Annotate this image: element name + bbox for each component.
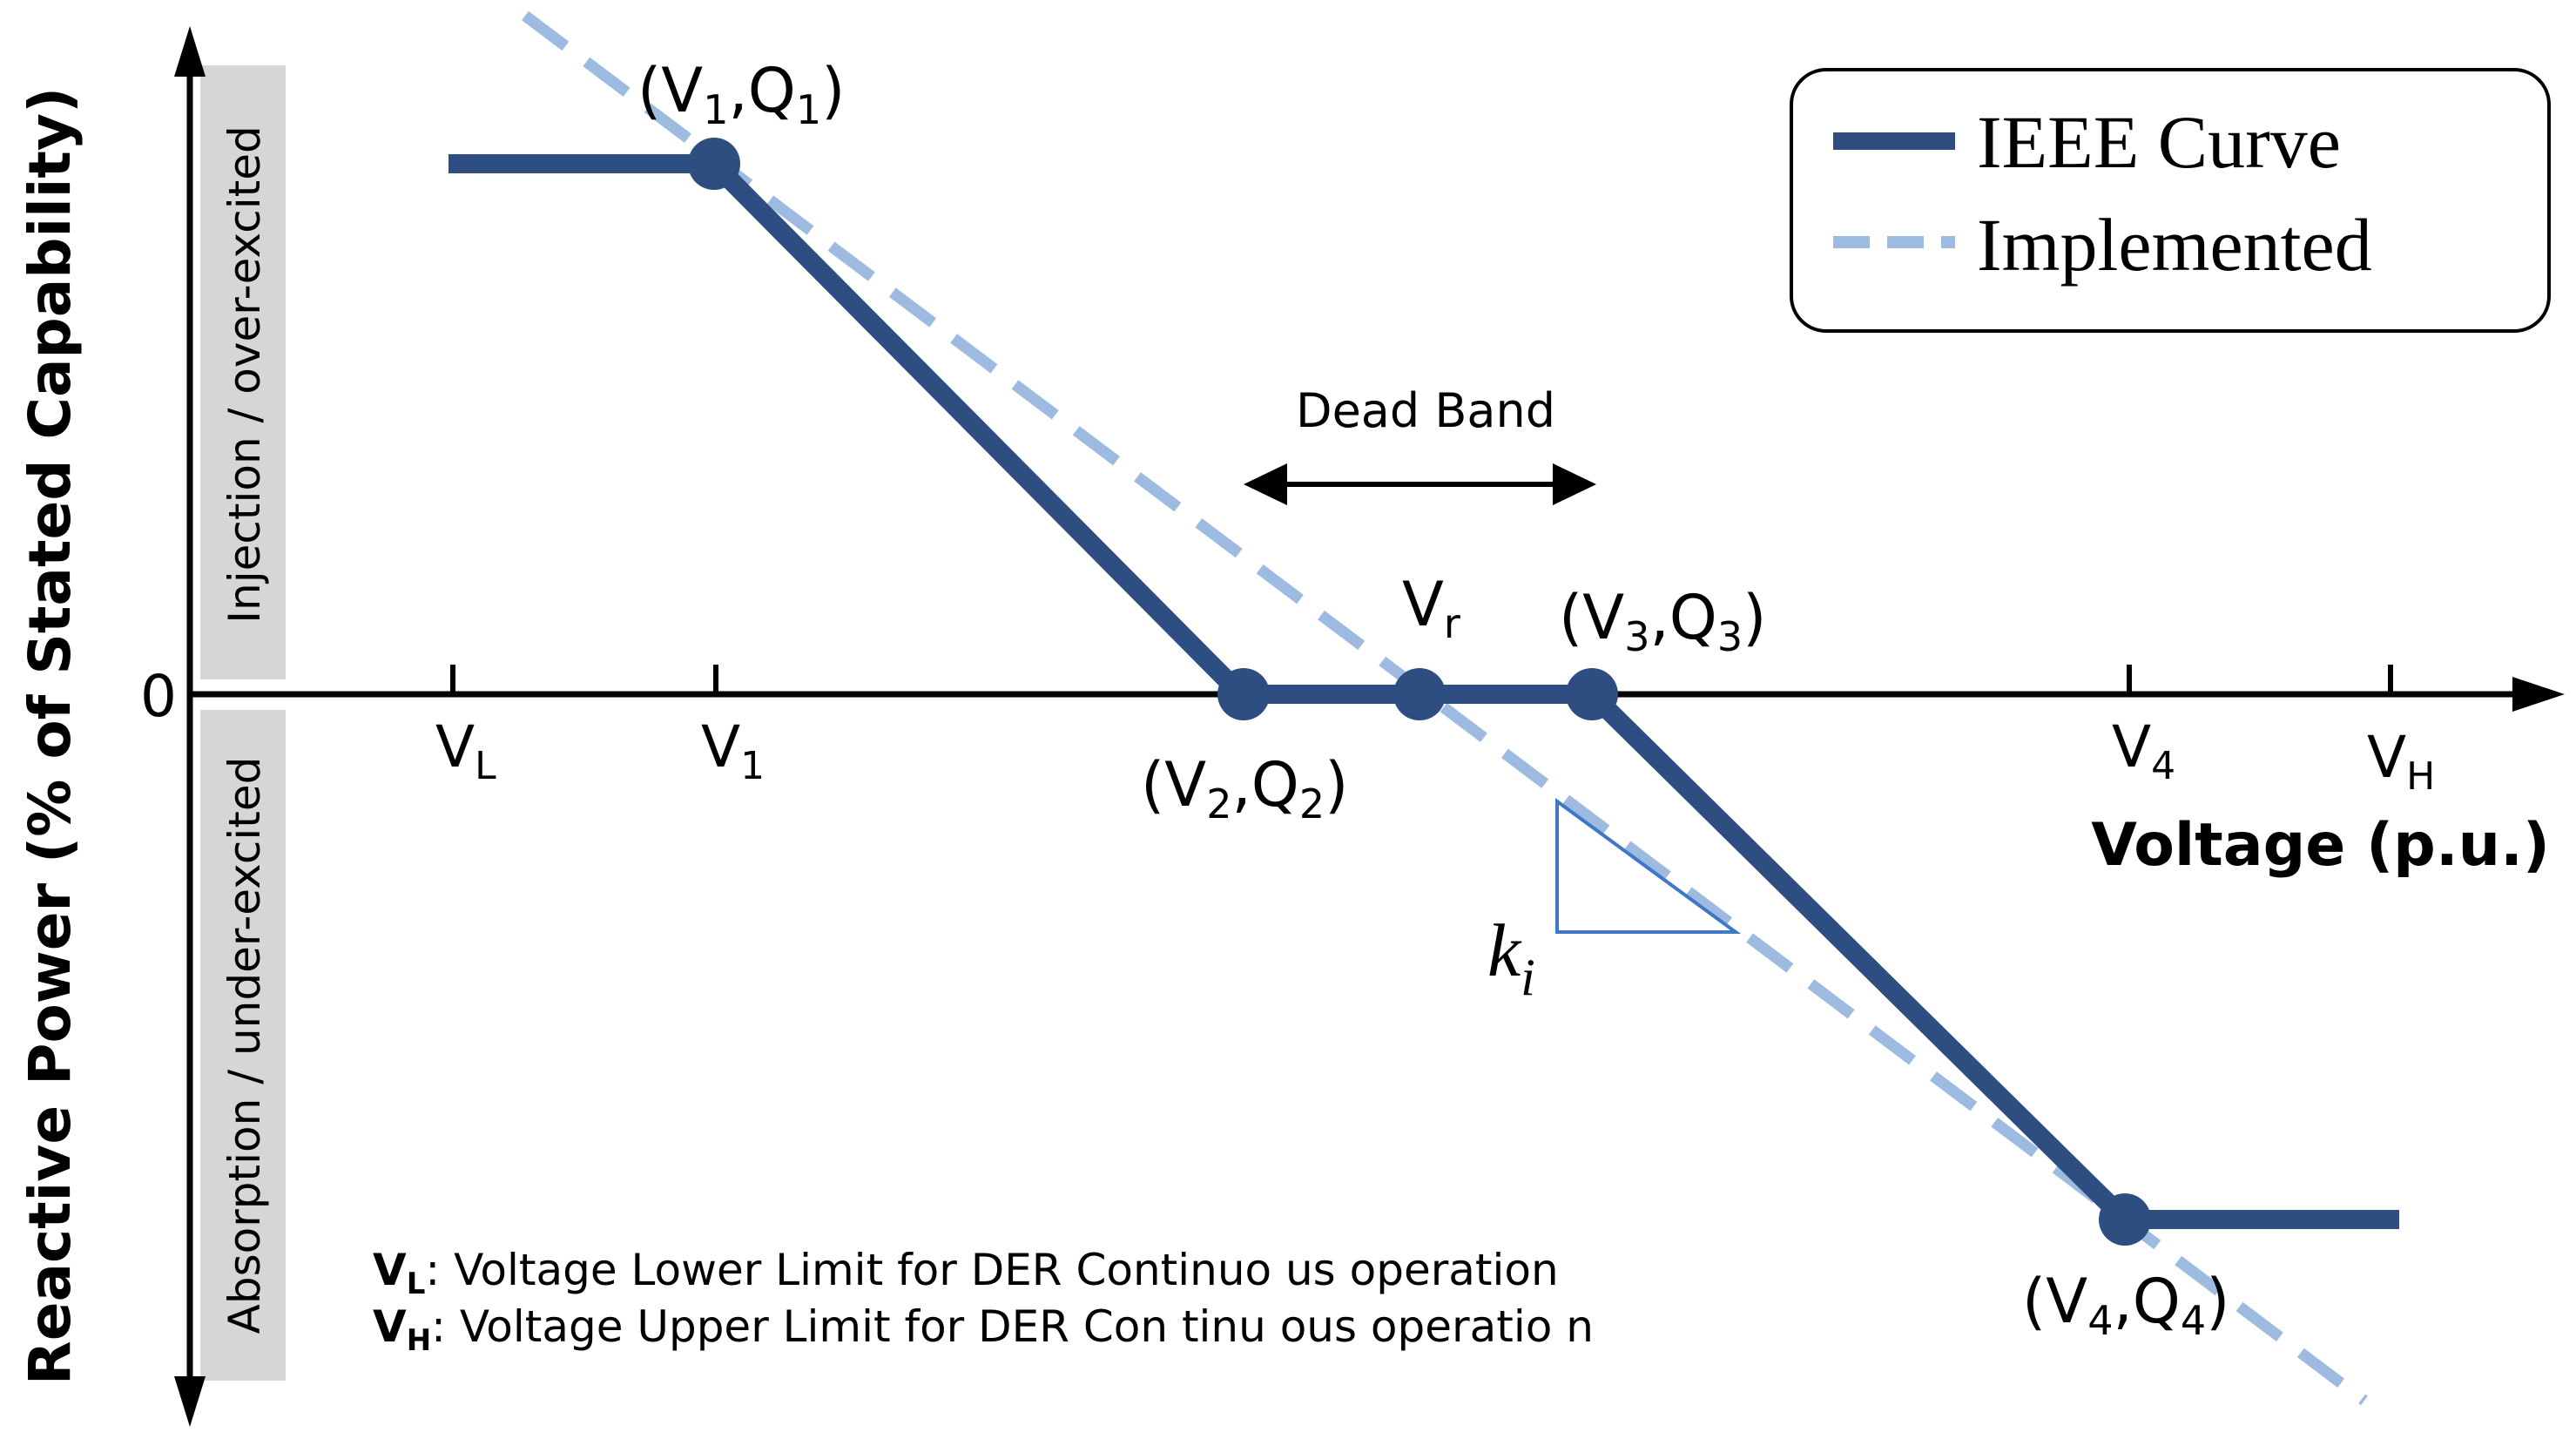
point-v4-q4 [2099, 1193, 2151, 1246]
point-v1-q1 [688, 138, 740, 190]
slope-triangle [1555, 798, 1742, 934]
tick-label-vh: VH [2367, 724, 2435, 799]
absorption-region-shade [200, 710, 286, 1381]
tick-label-vl: VL [435, 713, 496, 788]
label-v2-q2: (V2,Q2) [1141, 749, 1348, 828]
legend-ieee-label: IEEE Curve [1977, 100, 2341, 184]
point-v2-q2 [1217, 668, 1270, 720]
y-axis-arrow-up [174, 26, 206, 77]
slope-label: ki [1487, 909, 1535, 1006]
zero-label: 0 [140, 663, 177, 730]
label-v4-q4: (V4,Q4) [2022, 1266, 2229, 1344]
label-vr: Vr [1402, 569, 1460, 647]
x-axis-arrow [2512, 677, 2565, 712]
note-vl: VL: Voltage Lower Limit for DER Continuo… [373, 1245, 1559, 1301]
y-axis-label: Reactive Power (% of Stated Capability) [17, 87, 84, 1385]
injection-label: Injection / over-excited [219, 125, 270, 623]
tick-label-v1: V1 [701, 713, 765, 788]
tick-label-v4: V4 [2112, 713, 2175, 788]
injection-region-shade [200, 65, 286, 679]
note-vh: VH: Voltage Upper Limit for DER Con tinu… [373, 1301, 1594, 1358]
y-axis-arrow-down [174, 1376, 206, 1427]
legend-box [1790, 68, 2551, 333]
implemented-line [522, 10, 2368, 1406]
dead-band-arrow-right [1553, 463, 1596, 505]
absorption-label: Absorption / under-excited [219, 757, 270, 1334]
point-v3-q3 [1566, 668, 1618, 720]
point-vr [1393, 668, 1446, 720]
dead-band-arrow-left [1244, 463, 1287, 505]
dead-band-label: Dead Band [1296, 383, 1555, 438]
legend-implemented-label: Implemented [1977, 203, 2372, 287]
label-v3-q3: (V3,Q3) [1559, 582, 1766, 660]
label-v1-q1: (V1,Q1) [637, 55, 845, 133]
x-axis-label: Voltage (p.u.) [2091, 811, 2550, 880]
